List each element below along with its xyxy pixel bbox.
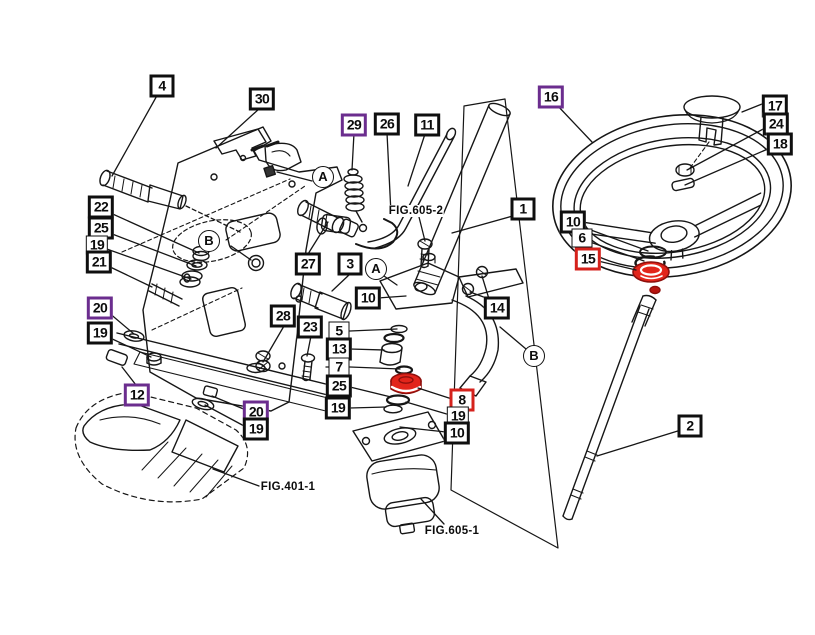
hook-strap	[451, 295, 500, 397]
callout-29[interactable]: 29	[340, 113, 368, 137]
clamp-bracket	[379, 252, 524, 310]
callout-28[interactable]: 28	[269, 304, 297, 328]
section-marker-a: A	[365, 258, 387, 280]
callout-16[interactable]: 16	[537, 85, 565, 109]
callout-18[interactable]: 18	[766, 132, 794, 156]
steering-wheel	[552, 113, 792, 279]
nut-20	[202, 385, 219, 398]
callout-1[interactable]: 1	[510, 197, 536, 221]
callout-4[interactable]: 4	[149, 74, 175, 98]
callout-19[interactable]: 19	[85, 235, 109, 255]
rod-11	[367, 127, 457, 249]
callout-19[interactable]: 19	[446, 406, 470, 426]
callout-30[interactable]: 30	[248, 87, 276, 111]
leader-lines	[103, 91, 771, 525]
spacer-12	[105, 349, 128, 366]
highlighted-part-15	[632, 261, 670, 295]
callout-27[interactable]: 27	[294, 252, 322, 276]
callout-19[interactable]: 19	[86, 321, 114, 345]
section-marker-b: B	[198, 230, 220, 252]
washer-20	[123, 330, 145, 342]
shaft-splined-top	[631, 294, 657, 327]
callout-11[interactable]: 11	[414, 113, 440, 137]
section-marker-a: A	[312, 166, 334, 188]
callout-20[interactable]: 20	[86, 296, 114, 320]
callout-3[interactable]: 3	[337, 252, 363, 276]
callout-23[interactable]: 23	[296, 315, 324, 339]
nut-28	[255, 359, 271, 373]
callout-15[interactable]: 15	[574, 247, 602, 271]
callout-10[interactable]: 10	[354, 286, 382, 310]
nut-19-left	[146, 352, 162, 366]
bolt-27	[297, 199, 359, 238]
callout-21[interactable]: 21	[85, 250, 113, 274]
callout-24[interactable]: 24	[762, 112, 790, 136]
figure-reference: FIG.605-1	[423, 525, 481, 537]
callout-10[interactable]: 10	[443, 421, 471, 445]
wheel-nut-24	[675, 163, 695, 177]
callout-26[interactable]: 26	[373, 112, 401, 136]
washer-19	[191, 397, 215, 411]
callout-19[interactable]: 19	[242, 417, 270, 441]
cut-plane	[450, 98, 559, 549]
callout-22[interactable]: 22	[87, 195, 115, 219]
callout-14[interactable]: 14	[483, 296, 511, 320]
horn-button	[683, 95, 741, 169]
figure-reference: FIG.605-2	[387, 205, 445, 217]
bolt-3	[290, 282, 352, 321]
bolt-4	[99, 169, 187, 210]
section-b-halo	[172, 219, 252, 263]
steering-shaft	[562, 305, 650, 521]
bolt-23	[300, 353, 316, 382]
callout-5[interactable]: 5	[328, 321, 350, 341]
callout-19[interactable]: 19	[324, 396, 352, 420]
spring-29	[343, 168, 365, 223]
highlighted-part-8	[390, 372, 422, 395]
callout-2[interactable]: 2	[677, 414, 703, 438]
callout-25[interactable]: 25	[87, 216, 115, 240]
base-assembly	[74, 391, 249, 503]
callout-12[interactable]: 12	[123, 383, 151, 407]
callout-6[interactable]: 6	[571, 228, 593, 248]
callout-25[interactable]: 25	[325, 374, 353, 398]
washer-18	[671, 177, 695, 192]
stud-and-washers-21	[148, 245, 210, 307]
figure-reference: FIG.401-1	[259, 481, 317, 493]
section-marker-b: B	[523, 345, 545, 367]
